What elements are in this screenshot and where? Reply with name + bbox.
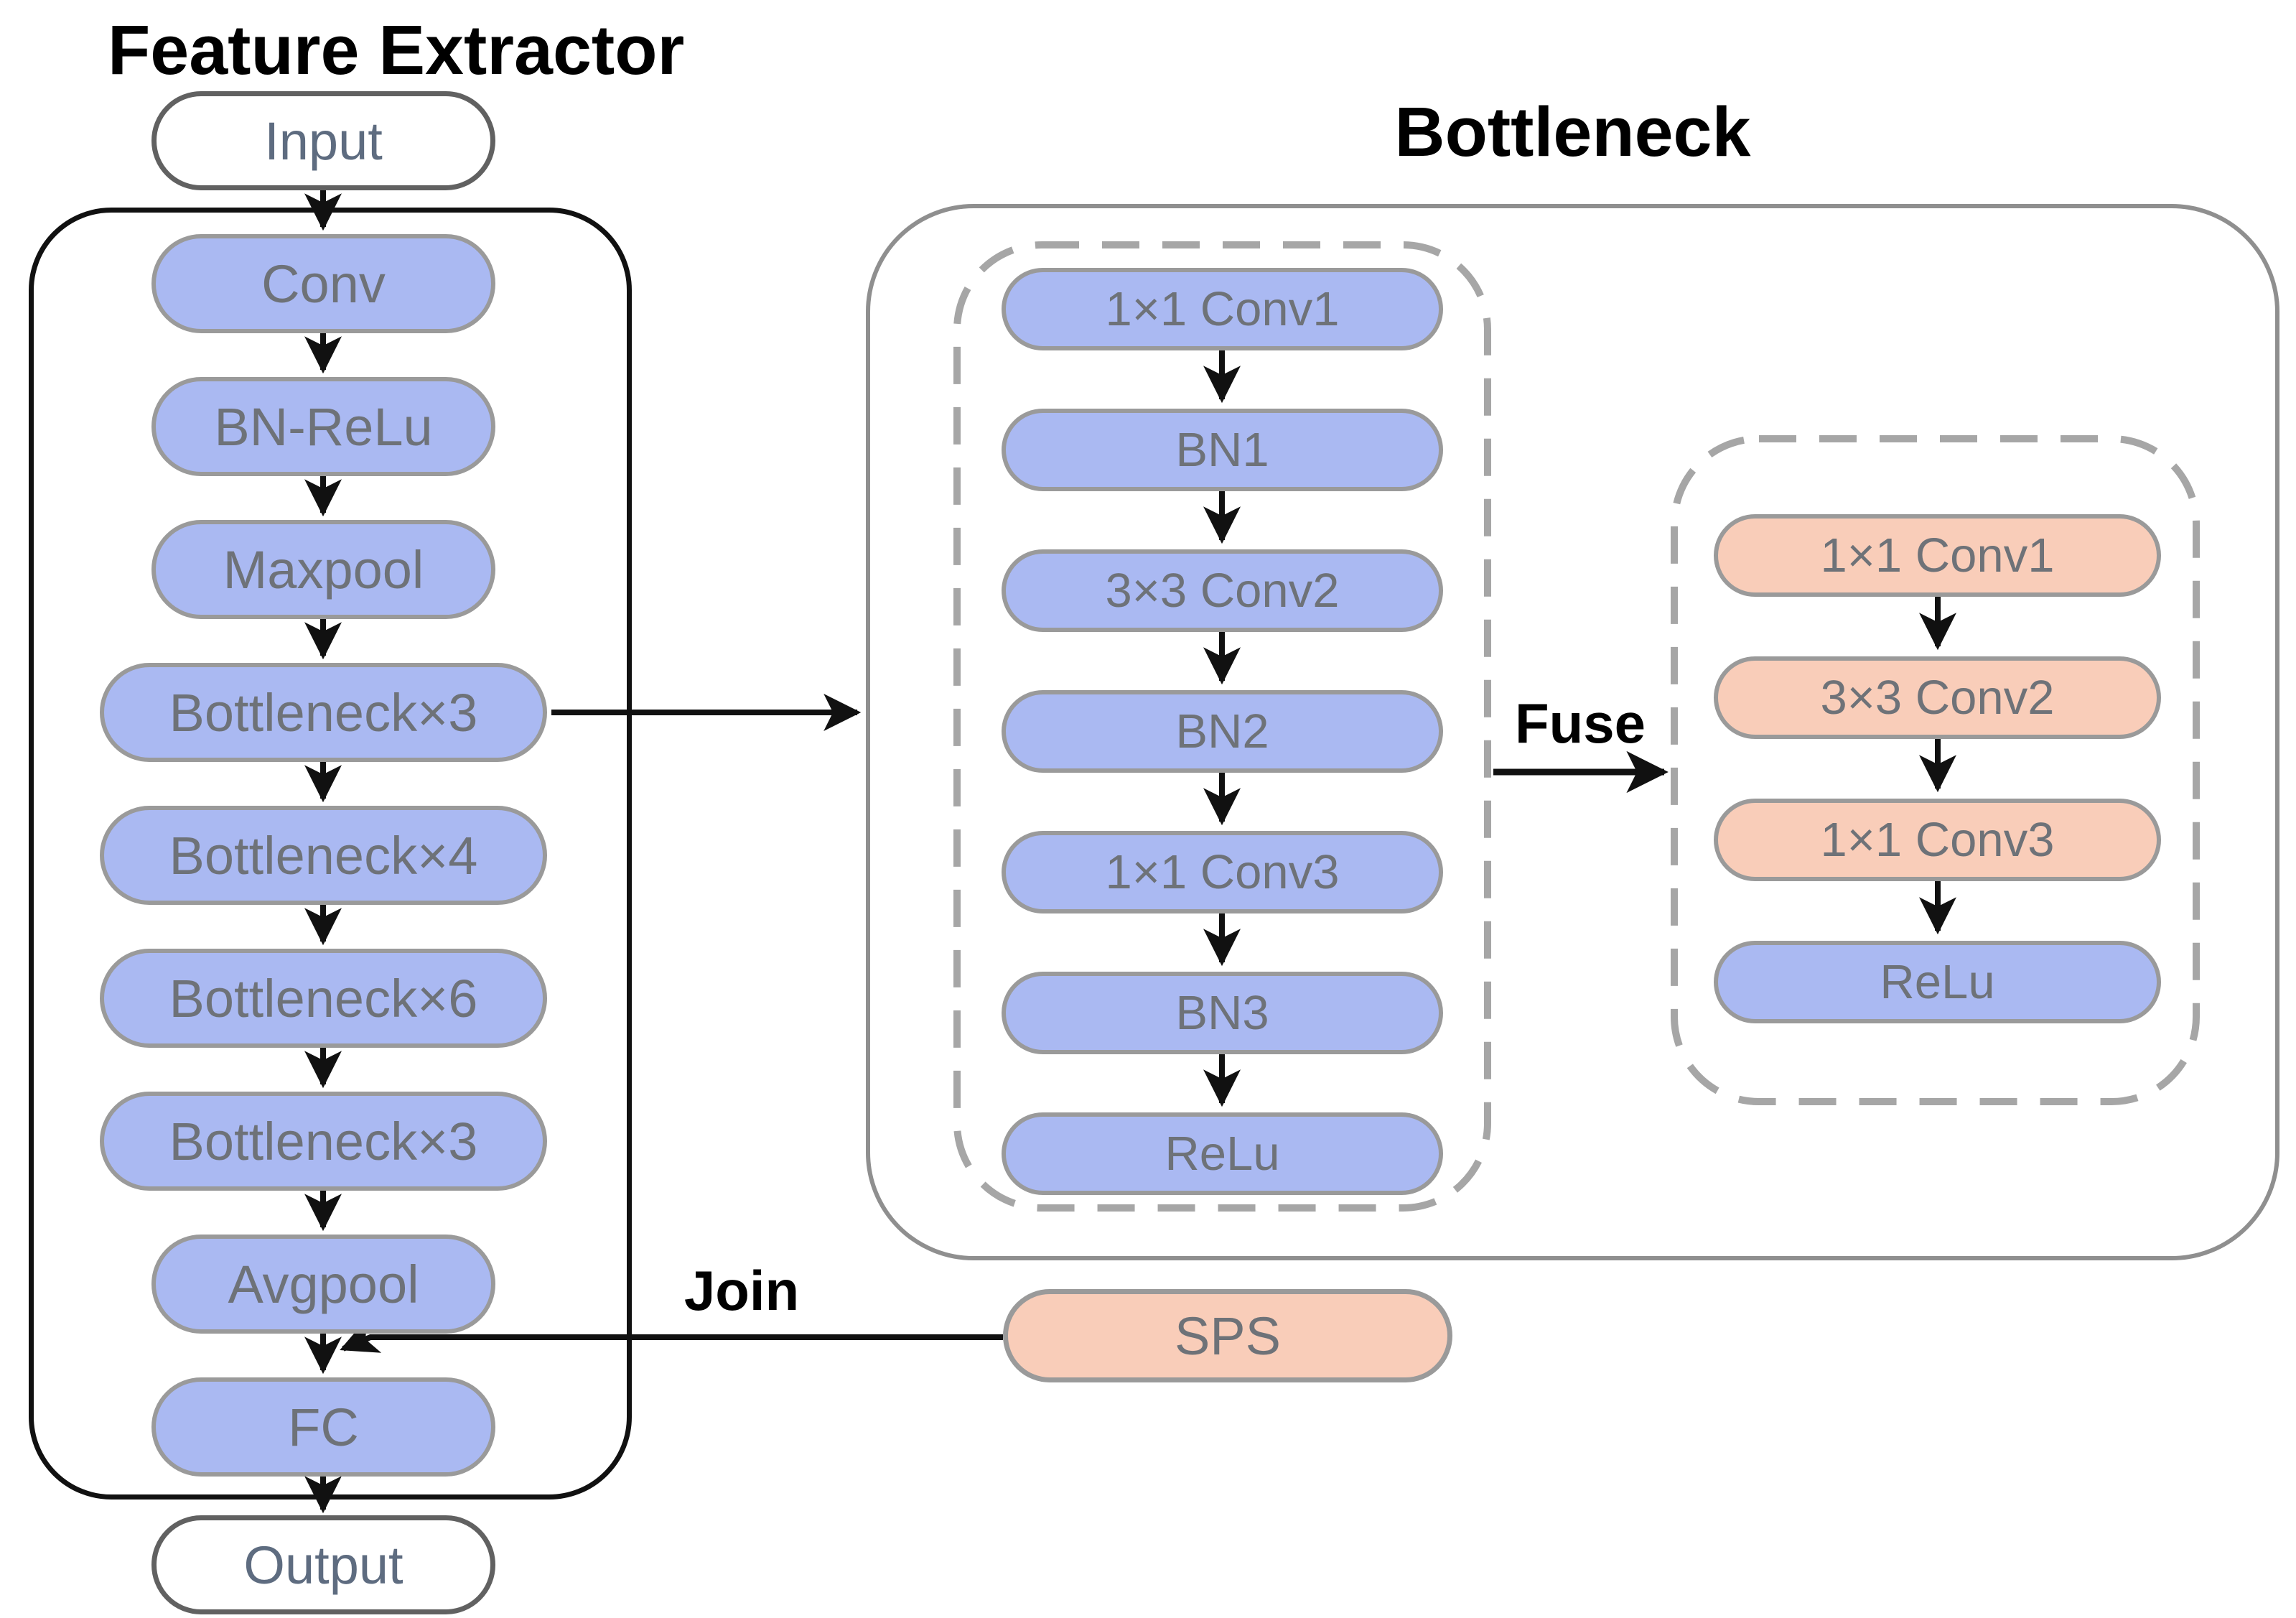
bottleneck-box bbox=[866, 204, 2279, 1260]
pre-fuse-dashed-box bbox=[953, 241, 1491, 1212]
node-prefuse-conv1: 1×1 Conv1 bbox=[1002, 268, 1443, 350]
node-prefuse-bn1: BN1 bbox=[1002, 409, 1443, 491]
node-bottleneck-x3-a: Bottleneck×3 bbox=[100, 663, 547, 762]
node-avgpool: Avgpool bbox=[151, 1235, 495, 1334]
post-fuse-dashed-box bbox=[1671, 435, 2200, 1105]
node-output: Output bbox=[151, 1515, 495, 1614]
node-prefuse-relu: ReLu bbox=[1002, 1112, 1443, 1195]
node-postfuse-conv3: 1×1 Conv3 bbox=[1714, 799, 2161, 881]
node-bn-relu: BN-ReLu bbox=[151, 377, 495, 476]
node-input: Input bbox=[151, 91, 495, 190]
fuse-label: Fuse bbox=[1514, 692, 1646, 755]
node-maxpool: Maxpool bbox=[151, 520, 495, 619]
node-postfuse-conv1: 1×1 Conv1 bbox=[1714, 514, 2161, 597]
node-sps: SPS bbox=[1003, 1289, 1452, 1382]
join-label: Join bbox=[683, 1259, 800, 1322]
node-bottleneck-x4: Bottleneck×4 bbox=[100, 806, 547, 905]
node-bottleneck-x6: Bottleneck×6 bbox=[100, 949, 547, 1048]
node-conv: Conv bbox=[151, 234, 495, 333]
node-prefuse-bn2: BN2 bbox=[1002, 690, 1443, 773]
node-postfuse-conv2: 3×3 Conv2 bbox=[1714, 656, 2161, 739]
node-fc: FC bbox=[151, 1377, 495, 1477]
node-prefuse-bn3: BN3 bbox=[1002, 972, 1443, 1054]
node-bottleneck-x3-b: Bottleneck×3 bbox=[100, 1092, 547, 1191]
bottleneck-title: Bottleneck bbox=[1394, 93, 1751, 171]
feature-extractor-title: Feature Extractor bbox=[108, 11, 685, 89]
node-postfuse-relu: ReLu bbox=[1714, 941, 2161, 1023]
join-arrow bbox=[340, 1318, 1003, 1353]
node-prefuse-conv3: 1×1 Conv3 bbox=[1002, 831, 1443, 913]
node-prefuse-conv2: 3×3 Conv2 bbox=[1002, 549, 1443, 632]
